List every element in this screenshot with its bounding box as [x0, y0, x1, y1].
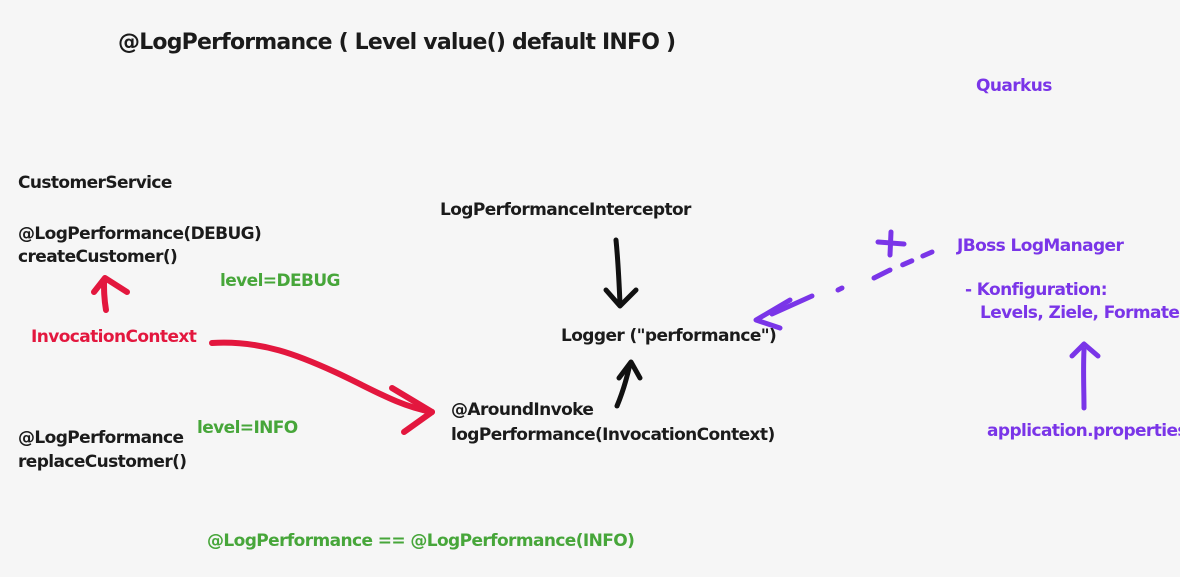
- black-arrow-up: [614, 359, 643, 409]
- customer-service-label: CustomerService: [18, 173, 172, 193]
- jboss-logmanager-label: JBoss LogManager: [957, 236, 1124, 256]
- logger-label: Logger ("performance"): [561, 326, 777, 346]
- configuration-items: Levels, Ziele, Formate: [980, 303, 1180, 323]
- interceptor-label: LogPerformanceInterceptor: [440, 200, 691, 220]
- quarkus-label: Quarkus: [976, 76, 1052, 96]
- equivalence-note: @LogPerformance == @LogPerformance(INFO): [207, 531, 635, 551]
- purple-arrow-up: [1069, 341, 1101, 411]
- create-method: createCustomer(): [18, 247, 178, 267]
- invocation-context-label: InvocationContext: [31, 327, 197, 347]
- diagram-title: @LogPerformance ( Level value() default …: [118, 30, 676, 55]
- configuration-label: - Konfiguration:: [965, 280, 1108, 300]
- replace-method: replaceCustomer(): [18, 452, 187, 472]
- red-arrow-up: [91, 275, 130, 313]
- purple-plus-icon: [875, 229, 907, 258]
- create-annotation: @LogPerformance(DEBUG): [18, 224, 262, 244]
- application-properties-label: application.properties: [987, 421, 1180, 441]
- around-invoke-label: @AroundInvoke: [451, 400, 594, 420]
- black-arrow-down: [603, 237, 639, 309]
- replace-annotation: @LogPerformance: [18, 428, 184, 448]
- purple-dotted-arrow: [753, 249, 935, 331]
- log-performance-method: logPerformance(InvocationContext): [451, 425, 775, 445]
- level-debug-label: level=DEBUG: [220, 271, 340, 291]
- level-info-label: level=INFO: [197, 418, 298, 438]
